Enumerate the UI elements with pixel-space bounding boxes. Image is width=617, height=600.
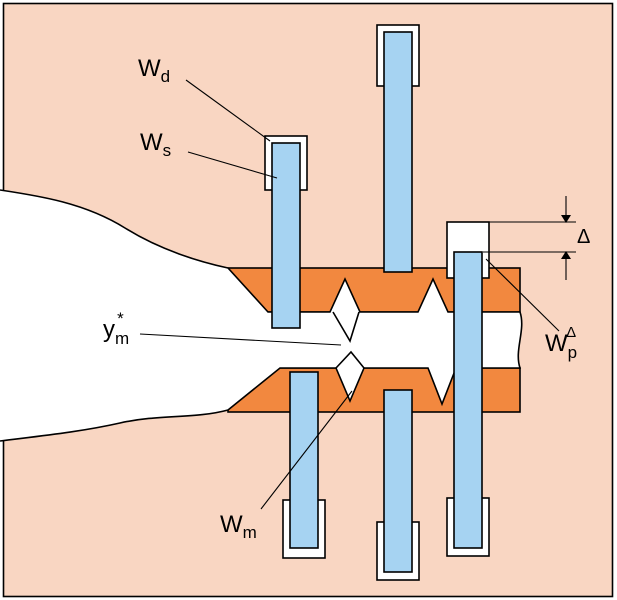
pillar-body [271, 142, 301, 329]
pinch-upper-contour [332, 311, 360, 343]
delta-arrow-down-icon [561, 215, 571, 223]
channel-outline [0, 189, 523, 442]
pillar-right [446, 221, 490, 557]
pillar-body [289, 371, 319, 549]
pillar-bottom-left [282, 371, 326, 559]
pillar-body [453, 251, 483, 549]
pillar-top-center [376, 24, 420, 273]
pillar-bottom-center [376, 389, 420, 581]
leader-line-wd [185, 79, 271, 142]
leader-line-ws [187, 151, 278, 179]
label-wm: Wm [220, 511, 257, 542]
leader-line-wp [485, 258, 560, 332]
pinch-lower-contour [335, 350, 365, 369]
pillar-body [383, 389, 413, 573]
label-wd: Wd [138, 55, 170, 86]
label-ws: Ws [140, 129, 171, 160]
label-ym: ym* [103, 309, 129, 348]
channel-region [0, 190, 522, 441]
label-delta: Δ [577, 226, 590, 248]
delta-arrow-up-icon [561, 251, 571, 259]
leader-line-wm [260, 390, 353, 510]
pillar-body [383, 31, 413, 273]
pillar-upper-left [264, 135, 308, 329]
label-wp: WpΔ [545, 324, 577, 362]
leader-line-ym [139, 333, 342, 346]
